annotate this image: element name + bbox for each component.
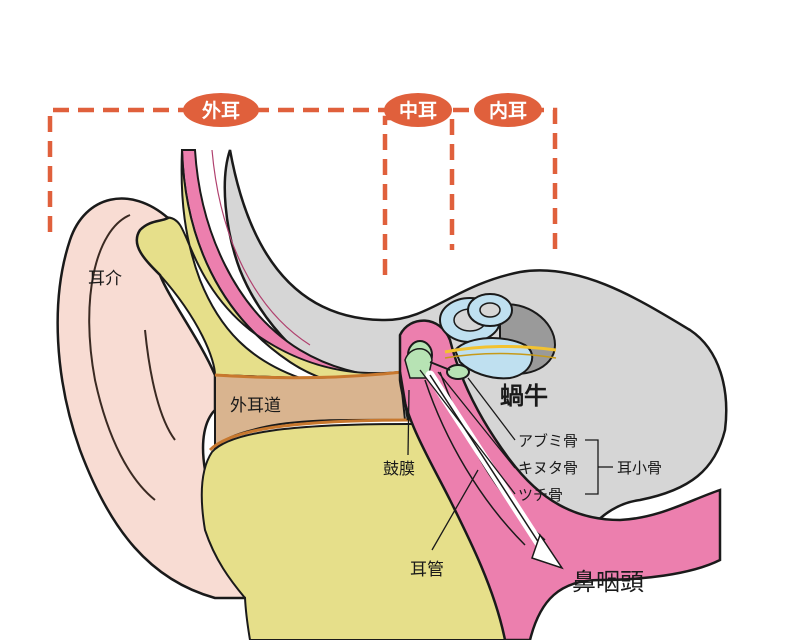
cochlea-structure <box>439 293 557 380</box>
eardrum-leader <box>407 389 410 456</box>
antihelix-line <box>144 329 176 441</box>
canal-lower-edge <box>208 418 411 452</box>
canal-upper-edge <box>214 370 403 380</box>
leader-lines <box>407 369 613 551</box>
section-pill-inner: 内耳 <box>474 93 542 127</box>
inner-ear-label: 内耳 <box>489 99 527 122</box>
upper-flesh <box>135 149 401 394</box>
malleus-leader <box>419 369 516 495</box>
incus-label: キヌタ骨 <box>518 459 578 477</box>
malleus-label: ツチ骨 <box>518 486 563 504</box>
eardrum-membrane <box>398 371 410 421</box>
tube-inner-line <box>424 379 526 546</box>
section-pill-middle: 中耳 <box>384 93 452 127</box>
outer-bracket <box>47 107 558 250</box>
stapes-label: アブミ骨 <box>518 432 578 450</box>
nasopharynx-arrow <box>425 370 564 570</box>
ossicles-label: 耳小骨 <box>617 459 662 477</box>
eustachian-tube-label: 耳管 <box>410 560 444 580</box>
section-pill-outer: 外耳 <box>183 93 259 127</box>
eustachian-tube-shape <box>398 319 722 640</box>
nasopharynx-label: 鼻咽頭 <box>572 568 644 596</box>
cochlea-label: 蝸牛 <box>500 382 548 410</box>
auricle-label: 耳介 <box>88 269 122 289</box>
stapes-leader <box>467 377 516 441</box>
incus-leader <box>437 371 516 469</box>
ear-canal-label: 外耳道 <box>230 396 281 416</box>
tissue-line <box>211 149 311 346</box>
helix-fold-line <box>88 214 156 501</box>
outer-ear-label: 外耳 <box>202 99 240 122</box>
middle-bracket <box>382 115 455 275</box>
eardrum-label: 鼓膜 <box>383 459 415 478</box>
eustachian-leader <box>431 469 479 551</box>
middle-ear-label: 中耳 <box>399 99 437 122</box>
